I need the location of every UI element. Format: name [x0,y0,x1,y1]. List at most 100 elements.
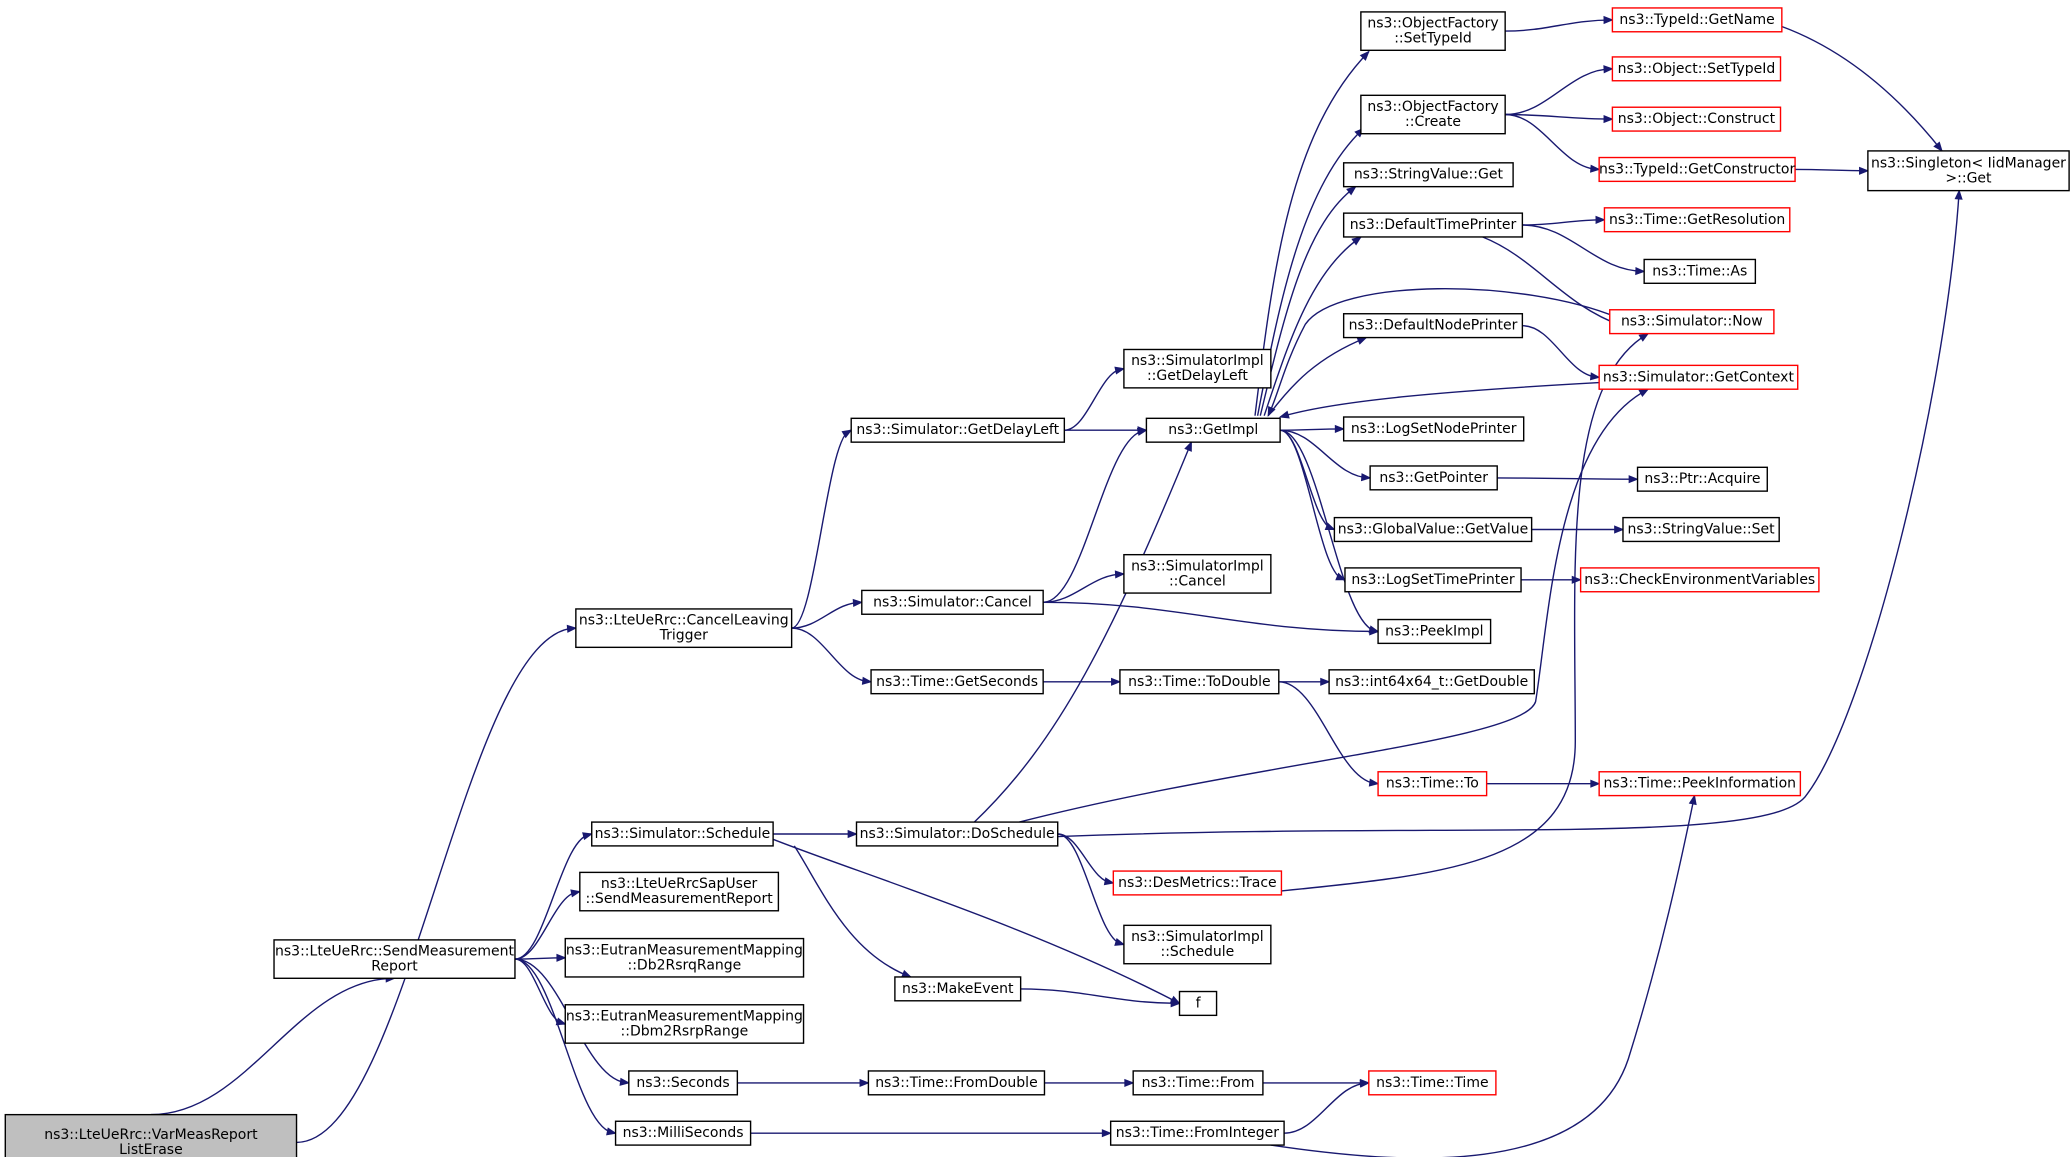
node-int64GetDouble[interactable]: ns3::int64x64_t::GetDouble [1328,669,1535,695]
node-objectSetTypeId[interactable]: ns3::Object::SetTypeId [1611,56,1782,82]
node-box[interactable] [1603,207,1791,233]
node-milliSeconds[interactable]: ns3::MilliSeconds [614,1120,752,1146]
node-box[interactable] [1609,309,1775,335]
node-box[interactable] [1611,7,1783,33]
node-implCancel[interactable]: ns3::SimulatorImpl::Cancel [1123,553,1272,594]
node-seconds[interactable]: ns3::Seconds [628,1070,739,1096]
node-typeIdGetName[interactable]: ns3::TypeId::GetName [1611,7,1783,33]
node-checkEnvVars[interactable]: ns3::CheckEnvironmentVariables [1579,567,1820,593]
node-box[interactable] [861,589,1044,615]
node-box[interactable] [1112,870,1283,896]
node-box[interactable] [1109,1120,1285,1146]
node-box[interactable] [1377,618,1492,645]
node-simGetDelayLeft[interactable]: ns3::Simulator::GetDelayLeft [850,417,1066,443]
node-timeTo[interactable]: ns3::Time::To [1377,771,1488,797]
node-timeFromInteger[interactable]: ns3::Time::FromInteger [1109,1120,1285,1146]
node-box[interactable] [894,976,1022,1002]
node-box[interactable] [1123,348,1272,389]
node-box[interactable] [1867,150,2070,192]
node-box[interactable] [1598,364,1799,390]
node-timeGetResolution[interactable]: ns3::Time::GetResolution [1603,207,1791,233]
node-box[interactable] [867,1070,1046,1096]
node-stringValueGet[interactable]: ns3::StringValue::Get [1342,162,1514,188]
node-box[interactable] [628,1070,739,1096]
node-box[interactable] [564,1004,805,1044]
node-box[interactable] [855,821,1059,847]
node-box[interactable] [1360,94,1506,135]
node-box[interactable] [1611,106,1782,132]
node-box[interactable] [591,821,774,847]
node-box[interactable] [1360,11,1506,52]
node-box[interactable] [1342,212,1524,238]
node-box[interactable] [1342,416,1525,442]
node-box[interactable] [1369,465,1498,491]
node-simulatorGetContext[interactable]: ns3::Simulator::GetContext [1598,364,1799,390]
node-simSchedule[interactable]: ns3::Simulator::Schedule [591,821,774,847]
node-box[interactable] [1333,516,1533,543]
node-timeGetSeconds[interactable]: ns3::Time::GetSeconds [870,669,1044,695]
node-box[interactable] [1328,669,1535,695]
node-ofCreate[interactable]: ns3::ObjectFactory::Create [1360,94,1506,135]
node-box[interactable] [1377,771,1488,797]
node-box[interactable] [564,937,805,978]
node-box[interactable] [1119,669,1280,695]
node-box[interactable] [870,669,1044,695]
node-makeEvent[interactable]: ns3::MakeEvent [894,976,1022,1002]
node-box[interactable] [1598,156,1796,183]
node-logSetTimePrinter[interactable]: ns3::LogSetTimePrinter [1344,567,1522,593]
node-ofSetTypeId[interactable]: ns3::ObjectFactory::SetTypeId [1360,11,1506,52]
node-box[interactable] [1611,56,1782,82]
node-timePeekInformation[interactable]: ns3::Time::PeekInformation [1598,771,1802,797]
node-box[interactable] [1643,258,1757,284]
node-sendMeas[interactable]: ns3::LteUeRrc::SendMeasurementReport [273,939,516,979]
node-timeToDouble[interactable]: ns3::Time::ToDouble [1119,669,1280,695]
node-box[interactable] [1344,567,1522,593]
node-implGetDelayLeft[interactable]: ns3::SimulatorImpl::GetDelayLeft [1123,348,1272,389]
node-box[interactable] [850,417,1066,443]
node-implSchedule[interactable]: ns3::SimulatorImpl::Schedule [1123,924,1272,965]
node-globalValueGetValue[interactable]: ns3::GlobalValue::GetValue [1333,516,1533,543]
node-box[interactable] [575,608,793,649]
node-box[interactable] [614,1120,752,1146]
node-stringValueSet[interactable]: ns3::StringValue::Set [1622,516,1780,543]
node-timeFrom[interactable]: ns3::Time::From [1132,1070,1264,1096]
node-box[interactable] [1178,990,1218,1017]
node-box[interactable] [1145,417,1281,443]
node-box[interactable] [273,939,516,979]
node-box[interactable] [1342,313,1524,339]
node-box[interactable] [4,1113,298,1157]
node-db2rsrq[interactable]: ns3::EutranMeasurementMapping::Db2RsrqRa… [564,937,805,978]
node-timeFromDouble[interactable]: ns3::Time::FromDouble [867,1070,1046,1096]
node-box[interactable] [1342,162,1514,188]
node-simCancel[interactable]: ns3::Simulator::Cancel [861,589,1044,615]
node-box[interactable] [1132,1070,1264,1096]
node-doSchedule[interactable]: ns3::Simulator::DoSchedule [855,821,1059,847]
node-desTrace[interactable]: ns3::DesMetrics::Trace [1112,870,1283,896]
node-defaultNodePrinter[interactable]: ns3::DefaultNodePrinter [1342,313,1524,339]
node-box[interactable] [1579,567,1820,593]
node-box[interactable] [579,871,780,912]
node-getImpl[interactable]: ns3::GetImpl [1145,417,1281,443]
node-box[interactable] [1598,771,1802,797]
node-objectConstruct[interactable]: ns3::Object::Construct [1611,106,1782,132]
node-box[interactable] [1368,1070,1497,1096]
node-simulatorNow[interactable]: ns3::Simulator::Now [1609,309,1775,335]
node-box[interactable] [1123,924,1272,965]
node-getPointer[interactable]: ns3::GetPointer [1369,465,1498,491]
node-peekImpl[interactable]: ns3::PeekImpl [1377,618,1492,645]
node-defaultTimePrinter[interactable]: ns3::DefaultTimePrinter [1342,212,1524,238]
node-singletonGet[interactable]: ns3::Singleton< IidManager>::Get [1867,150,2070,192]
node-f[interactable]: f [1178,990,1218,1017]
node-timeTime[interactable]: ns3::Time::Time [1368,1070,1497,1096]
node-ptrAcquire[interactable]: ns3::Ptr::Acquire [1636,466,1768,492]
node-box[interactable] [1622,516,1780,543]
node-logSetNodePrinter[interactable]: ns3::LogSetNodePrinter [1342,416,1525,442]
node-timeAs[interactable]: ns3::Time::As [1643,258,1757,284]
node-box[interactable] [1123,553,1272,594]
node-typeIdGetConstructor[interactable]: ns3::TypeId::GetConstructor [1598,156,1796,183]
node-box[interactable] [1636,466,1768,492]
node-dbm2rsrp[interactable]: ns3::EutranMeasurementMapping::Dbm2RsrpR… [564,1004,805,1044]
node-sapUser[interactable]: ns3::LteUeRrcSapUser::SendMeasurementRep… [579,871,780,912]
